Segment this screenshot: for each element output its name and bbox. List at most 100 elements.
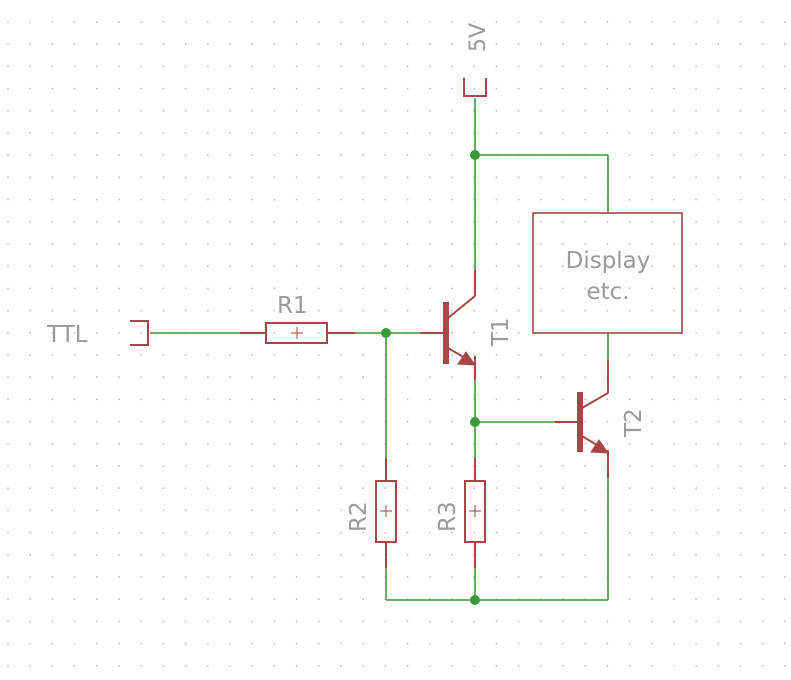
grid-dot bbox=[162, 553, 165, 556]
grid-dot bbox=[562, 220, 564, 223]
grid-dot bbox=[717, 243, 720, 245]
grid-dot bbox=[451, 176, 453, 179]
grid-dot bbox=[29, 620, 32, 623]
grid-dot bbox=[229, 509, 231, 512]
grid-dot bbox=[295, 154, 298, 157]
grid-dot bbox=[184, 154, 187, 157]
grid-dot bbox=[406, 176, 409, 179]
grid-dot bbox=[406, 109, 409, 112]
grid-dot bbox=[539, 354, 542, 356]
grid-dot bbox=[140, 309, 143, 312]
grid-dot bbox=[695, 465, 698, 467]
grid-dot bbox=[29, 553, 32, 556]
grid-dot bbox=[739, 198, 742, 201]
grid-dot bbox=[406, 576, 409, 578]
grid-dot bbox=[162, 265, 165, 268]
grid-dot bbox=[7, 87, 9, 90]
grid-dot bbox=[428, 465, 431, 467]
t1-label: T1 bbox=[488, 317, 514, 347]
grid-dot bbox=[362, 598, 365, 601]
grid-dot bbox=[517, 109, 520, 112]
grid-dot bbox=[7, 553, 9, 556]
grid-dot bbox=[229, 109, 231, 112]
grid-dot bbox=[184, 243, 187, 245]
grid-dot bbox=[761, 109, 764, 112]
grid-dot bbox=[695, 331, 698, 334]
grid-dot bbox=[340, 65, 342, 68]
grid-dot bbox=[384, 198, 387, 201]
grid-dot bbox=[73, 354, 76, 356]
grid-dot bbox=[495, 43, 498, 46]
grid-dot bbox=[295, 442, 298, 445]
grid-dot bbox=[473, 331, 476, 334]
grid-dot bbox=[650, 442, 653, 445]
grid-dot bbox=[650, 109, 653, 112]
grid-dot bbox=[517, 487, 520, 490]
grid-dot bbox=[784, 43, 786, 46]
grid-dot bbox=[206, 354, 209, 356]
grid-dot bbox=[784, 598, 786, 601]
grid-dot bbox=[562, 21, 564, 23]
grid-dot bbox=[295, 509, 298, 512]
grid-dot bbox=[539, 132, 542, 134]
grid-dot bbox=[717, 154, 720, 157]
grid-dot bbox=[184, 398, 187, 401]
grid-dot bbox=[451, 132, 453, 134]
grid-dot bbox=[29, 87, 32, 90]
grid-dot bbox=[584, 620, 587, 623]
grid-dot bbox=[229, 43, 231, 46]
grid-dot bbox=[7, 465, 9, 467]
grid-dot bbox=[406, 265, 409, 268]
grid-dot bbox=[184, 553, 187, 556]
grid-dot bbox=[51, 331, 54, 334]
r2-label: R2 bbox=[346, 501, 372, 532]
grid-dot bbox=[584, 442, 587, 445]
grid-dot bbox=[340, 620, 342, 623]
grid-dot bbox=[650, 21, 653, 23]
grid-dot bbox=[384, 87, 387, 90]
grid-dot bbox=[406, 487, 409, 490]
grid-dot bbox=[273, 154, 276, 157]
grid-dot bbox=[384, 21, 387, 23]
grid-dot bbox=[251, 620, 254, 623]
grid-dot bbox=[761, 509, 764, 512]
grid-dot bbox=[317, 664, 320, 667]
grid-dot bbox=[628, 642, 631, 645]
grid-dot bbox=[51, 287, 54, 290]
grid-dot bbox=[739, 509, 742, 512]
grid-dot bbox=[340, 509, 342, 512]
grid-dot bbox=[229, 620, 231, 623]
grid-dot bbox=[562, 65, 564, 68]
grid-dot bbox=[517, 465, 520, 467]
grid-dot bbox=[628, 664, 631, 667]
grid-dot bbox=[473, 309, 476, 312]
grid-dot bbox=[273, 487, 276, 490]
grid-dot bbox=[695, 642, 698, 645]
grid-dot bbox=[95, 65, 98, 68]
grid-dot bbox=[495, 553, 498, 556]
grid-dot bbox=[362, 487, 365, 490]
grid-dot bbox=[739, 354, 742, 356]
grid-dot bbox=[273, 132, 276, 134]
grid-dot bbox=[73, 132, 76, 134]
grid-dot bbox=[584, 309, 587, 312]
grid-dot bbox=[761, 598, 764, 601]
grid-dot bbox=[362, 309, 365, 312]
grid-dot bbox=[717, 132, 720, 134]
grid-dot bbox=[362, 620, 365, 623]
grid-dot bbox=[162, 132, 165, 134]
grid-dot bbox=[606, 420, 609, 423]
grid-dot bbox=[784, 243, 786, 245]
grid-dot bbox=[273, 198, 276, 201]
grid-dot bbox=[73, 442, 76, 445]
grid-dot bbox=[251, 109, 254, 112]
grid-dot bbox=[495, 132, 498, 134]
grid-dot bbox=[695, 354, 698, 356]
grid-dot bbox=[539, 376, 542, 379]
grid-dot bbox=[229, 309, 231, 312]
grid-dot bbox=[717, 442, 720, 445]
grid-dot bbox=[229, 531, 231, 534]
grid-dot bbox=[717, 287, 720, 290]
grid-dot bbox=[184, 664, 187, 667]
grid-dot bbox=[517, 354, 520, 356]
